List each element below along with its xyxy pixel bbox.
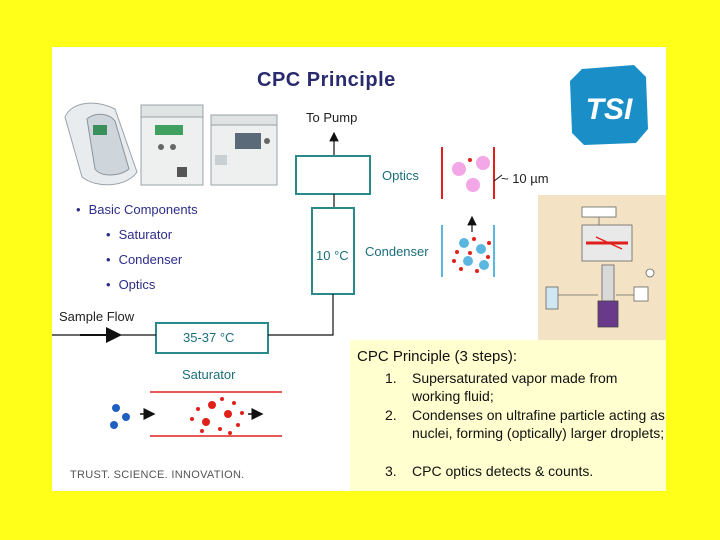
- slide: CPC Principle TSI Basic Componen: [52, 47, 666, 491]
- steps-title: CPC Principle (3 steps):: [357, 348, 517, 365]
- flow-connector: [308, 294, 333, 335]
- droplet: [452, 162, 466, 176]
- step-number: 1.: [385, 369, 397, 387]
- step-number: 2.: [385, 406, 397, 424]
- saturator-temp-label: 35-37 °C: [183, 330, 234, 345]
- step-item: 1. Supersaturated vapor made from workin…: [385, 369, 666, 405]
- condenser-label: Condenser: [365, 244, 429, 259]
- step-text: Condenses on ultrafine particle acting a…: [412, 406, 666, 442]
- droplet-dot: [468, 158, 472, 162]
- to-pump-label: To Pump: [306, 110, 357, 125]
- step-number: 3.: [385, 462, 397, 480]
- droplet: [466, 178, 480, 192]
- condenser-temp-label: 10 °C: [316, 248, 349, 263]
- saturator-particles: [190, 397, 244, 435]
- incoming-particles: [110, 404, 130, 429]
- step-item: 2. Condenses on ultrafine particle actin…: [385, 406, 666, 460]
- optics-box: [296, 156, 370, 194]
- step-text: CPC optics detects & counts.: [412, 462, 666, 480]
- sample-flow-label: Sample Flow: [59, 309, 134, 324]
- optics-label: Optics: [382, 168, 419, 183]
- cpc-schematic-image: [538, 195, 666, 340]
- saturator-label: Saturator: [182, 367, 235, 382]
- droplet: [476, 156, 490, 170]
- condenser-particles: [452, 237, 491, 273]
- step-text: Supersaturated vapor made from working f…: [412, 369, 666, 405]
- footer-tagline: TRUST. SCIENCE. INNOVATION.: [70, 469, 245, 481]
- droplet-size-label: ~ 10 µm: [501, 171, 549, 186]
- step-item: 3. CPC optics detects & counts.: [385, 462, 666, 480]
